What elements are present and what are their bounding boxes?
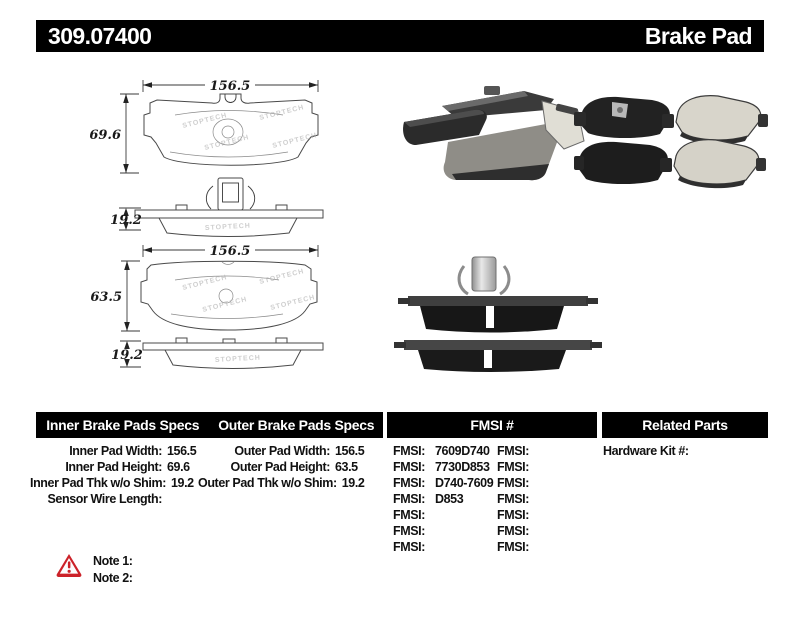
inner-spec-row: Inner Pad Height: 69.6: [30, 459, 235, 475]
fmsi-row: FMSI:: [393, 523, 493, 539]
spec-value: 156.5: [335, 444, 365, 458]
outer-spec-row: Outer Pad Thk w/o Shim: 19.2: [198, 475, 383, 491]
fmsi-value: D853: [435, 492, 464, 506]
dim-inner-height-label: 69.6: [89, 128, 121, 143]
related-part-row: Hardware Kit #:: [603, 443, 763, 459]
watermark-text: STOPTECH: [215, 355, 261, 364]
notes-list: Note 1: Note 2:: [93, 553, 393, 587]
fmsi-label: FMSI:: [497, 524, 530, 538]
fmsi-row: FMSI: D853: [393, 491, 493, 507]
fmsi-label: FMSI:: [393, 444, 426, 458]
spec-label: Sensor Wire Length:: [47, 492, 162, 506]
fmsi-label: FMSI:: [393, 524, 426, 538]
fmsi-label: FMSI:: [497, 492, 530, 506]
fmsi-value: D740-7609: [435, 476, 494, 490]
fmsi-row: FMSI:: [497, 459, 592, 475]
note-row: Note 2:: [93, 570, 393, 587]
fmsi-row: FMSI:: [497, 491, 592, 507]
warning-triangle-icon: [56, 554, 82, 578]
dim-inner-thickness-label: 19.2: [110, 213, 142, 228]
fmsi-row: FMSI:: [497, 539, 592, 555]
spec-label: Outer Pad Height:: [230, 460, 331, 474]
fmsi-row: FMSI:: [393, 507, 493, 523]
outer-pad-technical-drawing: 156.5 63.5 STOPTECH STOPTECH STOPTECH ST…: [90, 243, 324, 369]
fmsi-label: FMSI:: [393, 540, 426, 554]
product-type-title: Brake Pad: [644, 22, 753, 49]
part-number: 309.07400: [48, 22, 152, 49]
spec-value: 69.6: [167, 460, 190, 474]
inner-spec-row: Inner Pad Thk w/o Shim: 19.2: [30, 475, 235, 491]
fmsi-label: FMSI:: [393, 460, 426, 474]
fmsi-row: FMSI:: [497, 443, 592, 459]
fmsi-header-bar: FMSI #: [387, 412, 597, 438]
inner-specs-list: Inner Pad Width: 156.5 Inner Pad Height:…: [30, 443, 235, 507]
spec-value: 19.2: [341, 476, 365, 490]
spec-value: 156.5: [167, 444, 197, 458]
watermark-text: STOPTECH: [205, 223, 251, 232]
note-label: Note 1:: [93, 554, 133, 568]
outer-spec-row: Outer Pad Height: 63.5: [198, 459, 383, 475]
dim-outer-width-label: 156.5: [210, 244, 251, 259]
fmsi-value: 7609D740: [435, 444, 490, 458]
fmsi-label: FMSI:: [497, 476, 530, 490]
fmsi-row: FMSI:: [497, 475, 592, 491]
inner-spec-row: Sensor Wire Length:: [30, 491, 235, 507]
fmsi-row: FMSI:: [393, 539, 493, 555]
fmsi-list-1: FMSI: 7609D740 FMSI: 7730D853 FMSI: D740…: [393, 443, 494, 555]
inner-spec-row: Inner Pad Width: 156.5: [30, 443, 235, 459]
related-parts-header-bar: Related Parts: [602, 412, 768, 438]
brake-pads-photo-set: [574, 95, 768, 189]
note-label: Note 2:: [93, 571, 133, 585]
fmsi-label: FMSI:: [393, 492, 426, 506]
dim-inner-width-label: 156.5: [210, 79, 251, 94]
note-row: Note 1:: [93, 553, 393, 570]
outer-specs-header: Outer Brake Pads Specs: [218, 417, 375, 433]
title-bar: 309.07400 Brake Pad: [36, 20, 764, 52]
dim-outer-thickness-label: 19.2: [111, 348, 143, 363]
spec-label: Outer Pad Width:: [234, 444, 330, 458]
fmsi-label: FMSI:: [393, 508, 426, 522]
dim-outer-height-label: 63.5: [90, 290, 122, 305]
spec-label: Outer Pad Thk w/o Shim:: [198, 476, 337, 490]
fmsi-label: FMSI:: [497, 508, 530, 522]
inner-pad-technical-drawing: 156.5 69.6 STOPTECH STOPTECH STOPTECH ST…: [89, 78, 324, 237]
fmsi-value: 7730D853: [435, 460, 490, 474]
fmsi-row: FMSI: 7609D740: [393, 443, 493, 459]
fmsi-row: FMSI:: [497, 507, 592, 523]
spec-label: Inner Pad Thk w/o Shim:: [30, 476, 166, 490]
related-parts-list: Hardware Kit #:: [603, 443, 763, 459]
fmsi-label: FMSI:: [497, 540, 530, 554]
outer-spec-row: Outer Pad Width: 156.5: [198, 443, 383, 459]
spec-label: Inner Pad Width:: [69, 444, 162, 458]
fmsi-row: FMSI:: [497, 523, 592, 539]
specs-header-bar: Inner Brake Pads Specs Outer Brake Pads …: [36, 412, 383, 438]
spec-value: 19.2: [170, 476, 194, 490]
fmsi-label: FMSI:: [393, 476, 426, 490]
fmsi-list-2: FMSI: FMSI: FMSI: FMSI: FMSI:: [497, 443, 592, 555]
fmsi-label: FMSI:: [497, 460, 530, 474]
brake-pads-photo-angled: [403, 86, 585, 181]
related-part-label: Hardware Kit #:: [603, 444, 689, 458]
brake-pads-photo-side: [394, 256, 602, 372]
fmsi-row: FMSI: D740-7609: [393, 475, 494, 491]
spec-value: 63.5: [335, 460, 358, 474]
fmsi-row: FMSI: 7730D853: [393, 459, 493, 475]
fmsi-label: FMSI:: [497, 444, 530, 458]
spec-label: Inner Pad Height:: [65, 460, 162, 474]
outer-specs-list: Outer Pad Width: 156.5 Outer Pad Height:…: [198, 443, 383, 491]
inner-specs-header: Inner Brake Pads Specs: [46, 417, 200, 433]
